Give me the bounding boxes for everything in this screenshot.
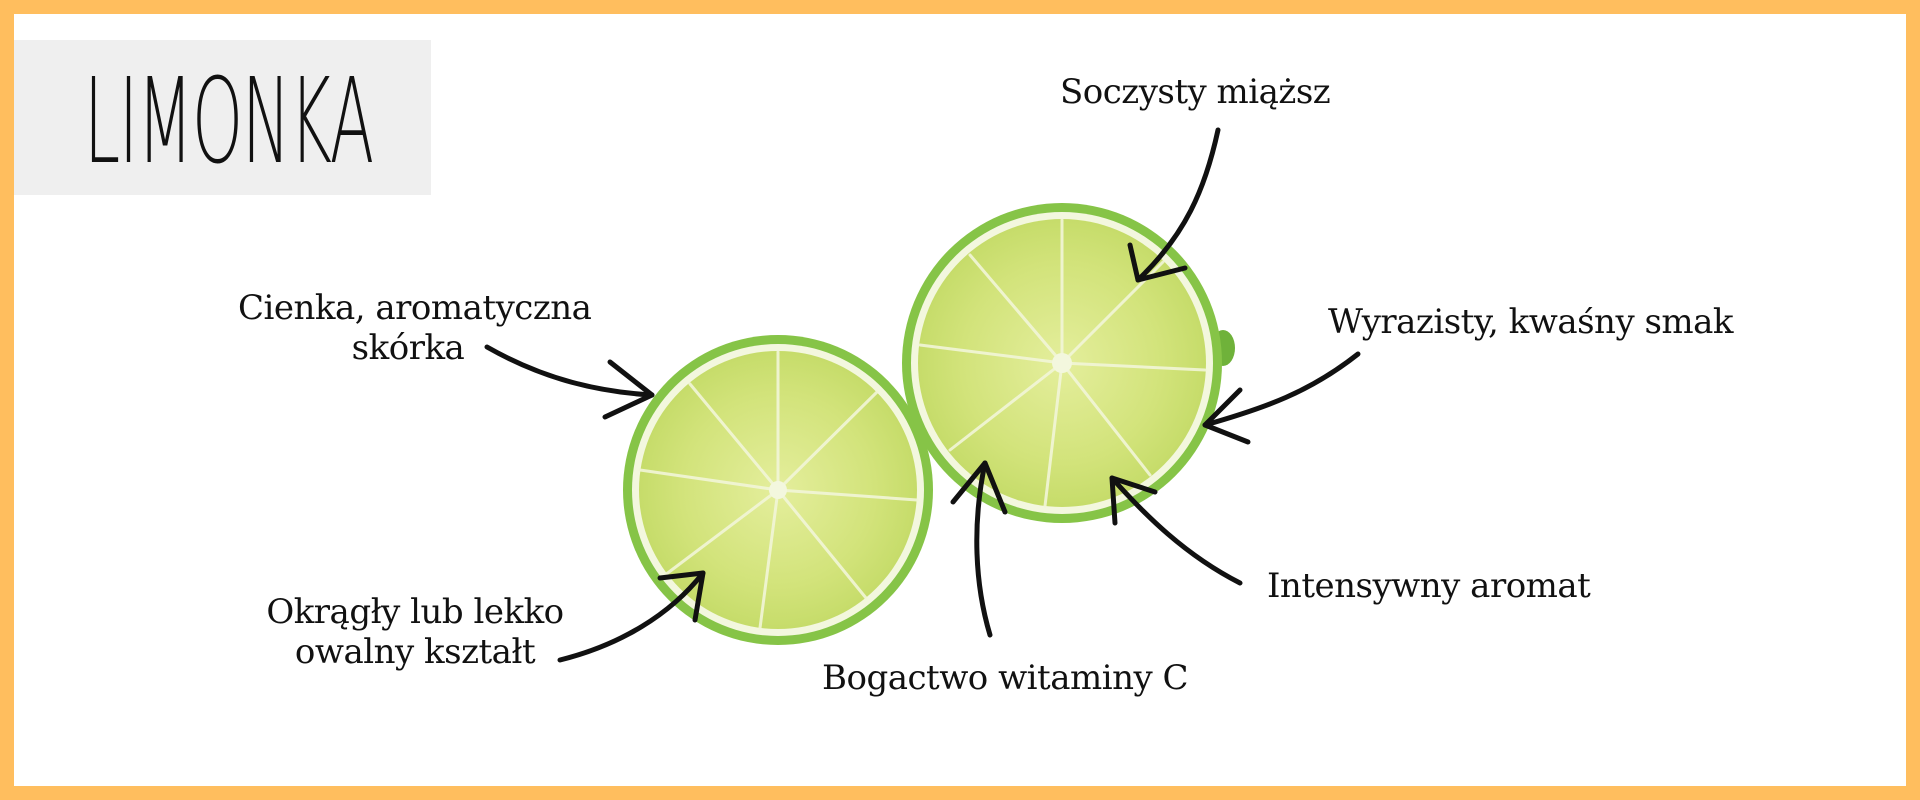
arrow-smak [1202,351,1361,445]
label-miazsz: Soczysty miąższ [1060,72,1331,112]
label-ksztalt: Okrągły lub lekko owalny kształt [266,592,564,672]
arrow-witamina [950,460,1008,638]
page-title: LIMONKA [84,52,374,190]
arrow-aromat [1109,475,1243,586]
label-skorka: Cienka, aromatyczna skórka [238,288,592,368]
lime-half-right [902,203,1235,523]
label-witamina: Bogactwo witaminy C [822,658,1189,698]
arrow-miazsz [1127,127,1221,283]
lime-half-left [623,335,933,645]
arrow-skorka [484,344,655,420]
arrow-ksztalt [557,570,706,663]
title-box: LIMONKA [14,40,431,195]
label-aromat: Intensywny aromat [1267,566,1591,606]
label-smak: Wyrazisty, kwaśny smak [1328,302,1734,342]
